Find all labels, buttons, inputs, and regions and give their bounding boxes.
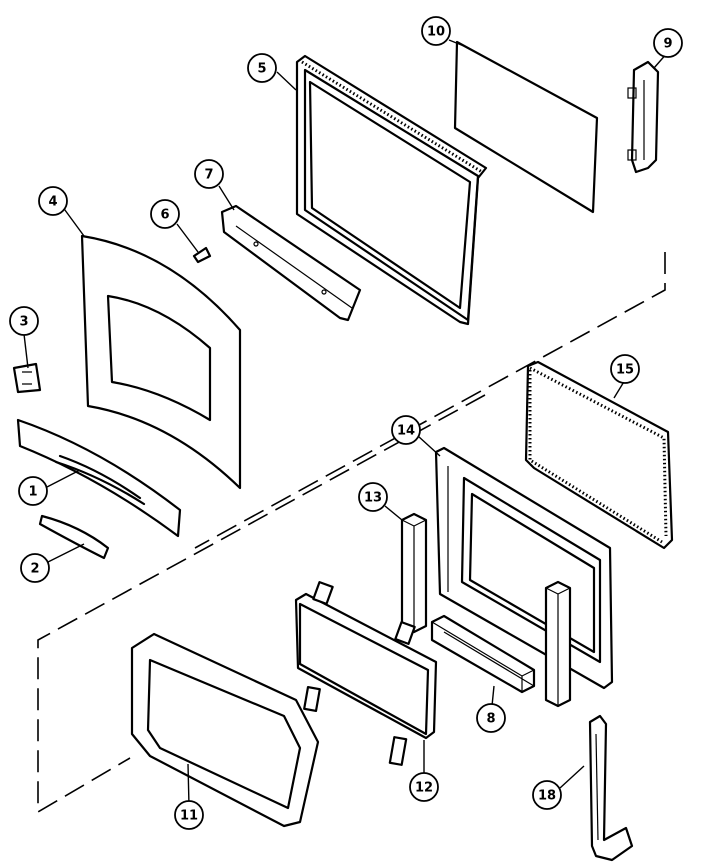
callout-7-label: 7: [204, 168, 213, 183]
part-7-vent-trim: [220, 204, 362, 322]
callout-11: 11: [174, 800, 204, 830]
callout-6-label: 6: [160, 208, 169, 223]
callout-9-label: 9: [663, 37, 672, 52]
group-divider-lines: [37, 252, 666, 814]
part-15-gasket: [524, 360, 674, 550]
part-12-glass-pack: [294, 581, 438, 766]
part-6-clip: [192, 246, 212, 264]
callout-6: 6: [150, 199, 180, 229]
callout-11-label: 11: [180, 809, 198, 824]
callout-3-label: 3: [19, 315, 28, 330]
callout-12-label: 12: [415, 781, 433, 796]
part-11-glass-frame: [130, 632, 320, 828]
callout-8-label: 8: [486, 712, 495, 727]
callout-14: 14: [391, 415, 421, 445]
part-9-hinge-bracket: [627, 60, 660, 174]
part-10-glass-panel: [453, 40, 599, 214]
callout-5: 5: [247, 53, 277, 83]
callouts: 5 10 9 7 6 4 3 1 2 15 14 13 8 12 11 18: [9, 16, 683, 830]
callout-4-label: 4: [48, 195, 57, 210]
callout-12: 12: [409, 772, 439, 802]
part-18-hinge: [588, 714, 634, 862]
callout-9: 9: [653, 28, 683, 58]
callout-8: 8: [476, 703, 506, 733]
callout-18: 18: [532, 780, 562, 810]
callout-4: 4: [38, 186, 68, 216]
callout-2-label: 2: [30, 562, 39, 577]
callout-3: 3: [9, 306, 39, 336]
part-13b-insulation-block: [544, 580, 572, 708]
callout-5-label: 5: [257, 62, 266, 77]
callout-13: 13: [358, 482, 388, 512]
callout-15: 15: [610, 354, 640, 384]
part-3-bracket: [12, 362, 42, 394]
callout-13-label: 13: [364, 491, 382, 506]
callout-10: 10: [421, 16, 451, 46]
part-2-handle-insert: [38, 514, 110, 560]
part-8-insulation-bar: [430, 614, 536, 694]
callout-7: 7: [194, 159, 224, 189]
part-4-outer-door-panel: [80, 234, 242, 490]
callout-14-label: 14: [397, 424, 415, 439]
callout-18-label: 18: [538, 789, 556, 804]
upper-divider-line: [194, 252, 666, 549]
callout-2: 2: [20, 553, 50, 583]
callout-10-label: 10: [427, 25, 445, 40]
lower-divider-line: [37, 394, 486, 814]
part-1-handle-base: [16, 418, 182, 538]
callout-1: 1: [18, 476, 48, 506]
part-13-insulation-block: [400, 512, 428, 634]
callout-1-label: 1: [28, 485, 37, 500]
callout-15-label: 15: [616, 363, 634, 378]
part-5-door-frame: [295, 54, 488, 326]
